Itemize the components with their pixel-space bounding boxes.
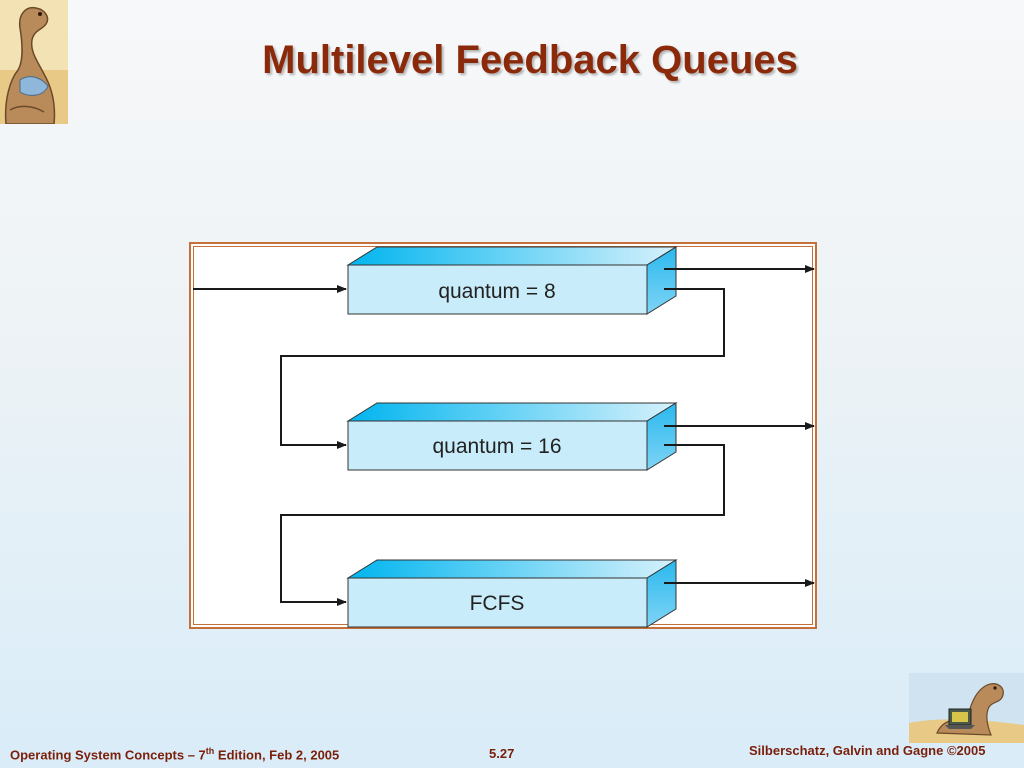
queue-box-3: FCFS: [346, 559, 678, 628]
demotion-arrow-1: [280, 288, 725, 449]
footer-course-sup: th: [205, 746, 215, 756]
demotion-arrow-2: [280, 444, 725, 606]
dinosaur-logo: [0, 0, 68, 124]
dinosaur-laptop-logo: [909, 673, 1024, 743]
queue-3-label: FCFS: [470, 592, 525, 615]
queue-1-label: quantum = 8: [438, 280, 555, 303]
footer-course-pre: Operating System Concepts – 7: [10, 747, 206, 763]
page-number: 5.27: [489, 746, 515, 761]
queue-2-label: quantum = 16: [432, 435, 561, 458]
slide-title: Multilevel Feedback Queues: [262, 38, 798, 82]
queue-box-1: quantum = 8: [346, 246, 678, 315]
queue-box-2: quantum = 16: [346, 402, 678, 471]
footer-course-post: Edition, Feb 2, 2005: [214, 747, 340, 763]
footer-course-info: Operating System Concepts – 7th Edition,…: [10, 746, 339, 762]
footer-copyright: Silberschatz, Galvin and Gagne ©2005: [749, 743, 986, 758]
